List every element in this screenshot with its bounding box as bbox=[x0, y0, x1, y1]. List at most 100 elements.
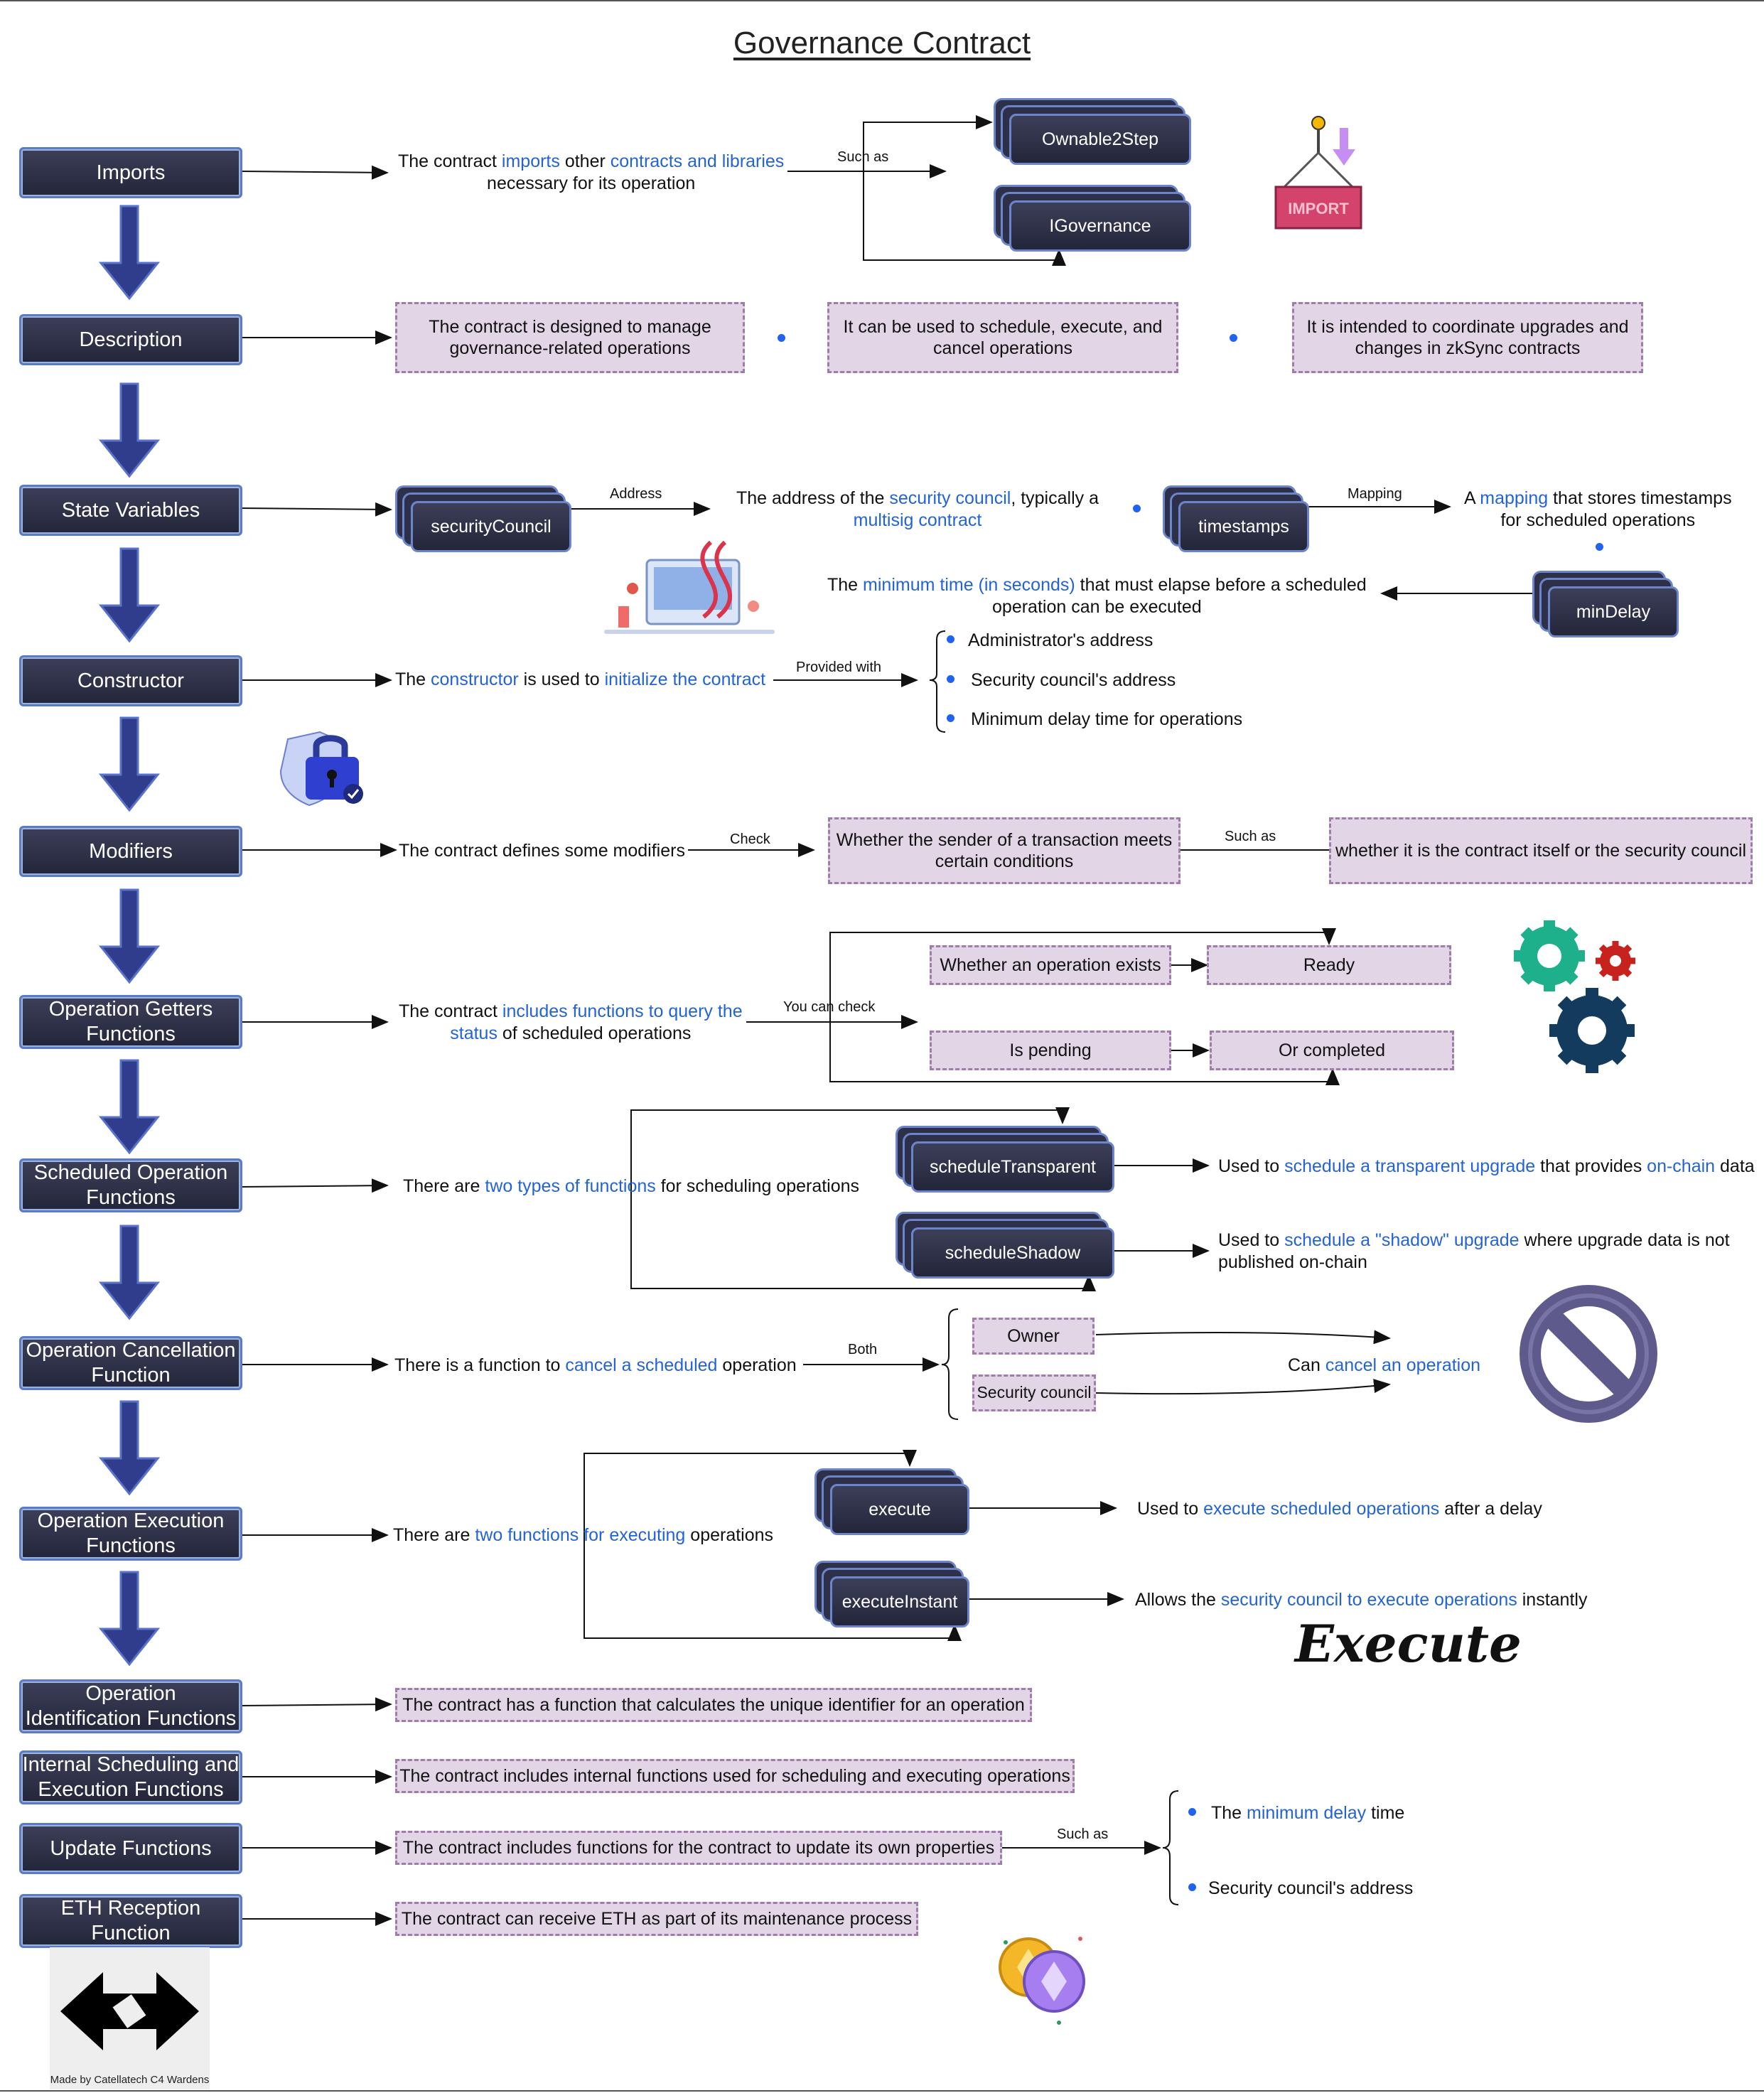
node-min-delay[interactable]: minDelay bbox=[1548, 586, 1679, 637]
double-arrow-logo-icon bbox=[60, 1972, 199, 2050]
execution-text: There are two functions for executing op… bbox=[393, 1525, 774, 1545]
section-internal-label-1: Internal Scheduling and bbox=[22, 1753, 240, 1777]
section-state-label: State Variables bbox=[61, 498, 200, 522]
node-timestamps[interactable]: timestamps bbox=[1178, 501, 1309, 552]
node-execute[interactable]: execute bbox=[830, 1484, 969, 1535]
bullet-dot bbox=[947, 714, 954, 722]
section-getters-label-1: Operation Getters bbox=[48, 998, 213, 1021]
section-scheduled-label-2: Functions bbox=[86, 1186, 176, 1209]
section-exec-label-1: Operation Execution bbox=[37, 1510, 225, 1533]
modifier-example-box: whether it is the contract itself or the… bbox=[1329, 817, 1753, 884]
page-title: Governance Contract bbox=[733, 26, 1031, 60]
science-illustration-icon bbox=[604, 539, 775, 642]
section-imports[interactable]: Imports bbox=[19, 147, 242, 198]
eth-box: The contract can receive ETH as part of … bbox=[395, 1902, 918, 1936]
both-label: Both bbox=[848, 1342, 878, 1357]
getter-exists-box: Whether an operation exists bbox=[930, 945, 1171, 985]
node-security-council[interactable]: securityCouncil bbox=[411, 501, 571, 552]
bullet-dot bbox=[1188, 1883, 1196, 1891]
section-modifiers[interactable]: Modifiers bbox=[19, 826, 242, 877]
section-cancel-label-2: Function bbox=[91, 1364, 171, 1387]
section-cancel-label-1: Operation Cancellation bbox=[26, 1339, 236, 1362]
section-eth-label-2: Function bbox=[91, 1922, 171, 1944]
description-box-3: It is intended to coordinate upgrades an… bbox=[1292, 302, 1643, 373]
check-label: Check bbox=[730, 832, 770, 847]
bullet-dot bbox=[1596, 543, 1603, 551]
min-delay-description: The minimum time (in seconds) that must … bbox=[827, 575, 1367, 617]
mapping-label: Mapping bbox=[1348, 486, 1402, 502]
internal-box: The contract includes internal functions… bbox=[395, 1759, 1075, 1793]
description-box-2: It can be used to schedule, execute, and… bbox=[827, 302, 1178, 373]
constructor-item-1: Administrator's address bbox=[968, 630, 1153, 650]
section-state-variables[interactable]: State Variables bbox=[19, 485, 242, 536]
node-ownable2step[interactable]: Ownable2Step bbox=[1009, 114, 1191, 165]
constructor-item-3: Minimum delay time for operations bbox=[971, 709, 1243, 729]
section-description-label: Description bbox=[79, 328, 183, 351]
section-getters-label-2: Functions bbox=[86, 1023, 176, 1045]
node-schedule-transparent[interactable]: scheduleTransparent bbox=[911, 1141, 1114, 1193]
node-execute-instant[interactable]: executeInstant bbox=[830, 1576, 969, 1627]
prohibited-icon bbox=[1514, 1279, 1663, 1428]
bullet-dot bbox=[778, 334, 785, 342]
modifier-condition-box: Whether the sender of a transaction meet… bbox=[828, 817, 1181, 884]
section-eth-label-1: ETH Reception bbox=[60, 1897, 201, 1920]
identification-box: The contract has a function that calcula… bbox=[395, 1688, 1032, 1722]
provided-with-label: Provided with bbox=[796, 660, 882, 675]
section-ident-label-1: Operation bbox=[85, 1682, 176, 1706]
cancel-owner-box: Owner bbox=[972, 1318, 1095, 1355]
modifiers-such-as: Such as bbox=[1225, 829, 1276, 844]
section-constructor[interactable]: Constructor bbox=[19, 655, 242, 706]
section-modifiers-label: Modifiers bbox=[89, 839, 173, 863]
section-constructor-label: Constructor bbox=[77, 669, 184, 692]
section-scheduled-label-1: Scheduled Operation bbox=[33, 1161, 228, 1185]
top-border bbox=[0, 0, 1764, 1]
getters-text: The contract includes functions to query… bbox=[399, 1001, 743, 1043]
section-internal-label-2: Execution Functions bbox=[38, 1778, 224, 1801]
getter-ready-box: Ready bbox=[1207, 945, 1451, 985]
scheduled-text: There are two types of functions for sch… bbox=[403, 1176, 860, 1196]
node-schedule-shadow[interactable]: scheduleShadow bbox=[911, 1227, 1114, 1279]
you-can-check-label: You can check bbox=[783, 999, 876, 1015]
footer-credit: Made by Catellatech C4 Wardens bbox=[50, 2074, 210, 2086]
cancel-text: There is a function to cancel a schedule… bbox=[394, 1355, 797, 1375]
imports-such-as: Such as bbox=[837, 149, 889, 165]
section-ident-label-2: Identification Functions bbox=[25, 1707, 237, 1730]
getter-completed-box: Or completed bbox=[1210, 1031, 1454, 1070]
section-update[interactable]: Update Functions bbox=[19, 1823, 242, 1874]
section-update-label: Update Functions bbox=[50, 1836, 212, 1860]
getter-pending-box: Is pending bbox=[930, 1031, 1171, 1070]
update-item-2: Security council's address bbox=[1208, 1878, 1414, 1898]
gears-icon bbox=[1500, 917, 1656, 1080]
import-container-icon: IMPORT bbox=[1269, 110, 1368, 231]
security-lock-icon bbox=[267, 728, 370, 807]
execute-script-text: Execute bbox=[1295, 1613, 1522, 1674]
update-box: The contract includes functions for the … bbox=[395, 1831, 1002, 1865]
bullet-dot bbox=[947, 635, 954, 643]
schedule-shadow-description: Used to schedule a "shadow" upgrade wher… bbox=[1218, 1230, 1730, 1272]
address-label: Address bbox=[610, 486, 662, 502]
update-such-as: Such as bbox=[1057, 1826, 1109, 1842]
timestamps-description: A mapping that stores timestamps for sch… bbox=[1464, 488, 1732, 530]
execute-description: Used to execute scheduled operations aft… bbox=[1137, 1499, 1542, 1519]
section-description[interactable]: Description bbox=[19, 314, 242, 365]
node-igovernance[interactable]: IGovernance bbox=[1009, 200, 1191, 252]
imports-text: The contract imports other contracts and… bbox=[398, 151, 785, 193]
constructor-text: The constructor is used to initialize th… bbox=[395, 669, 766, 689]
bullet-dot bbox=[1133, 505, 1141, 512]
cancel-security-council-box: Security council bbox=[972, 1374, 1096, 1411]
logo-panel: Made by Catellatech C4 Wardens bbox=[50, 1947, 210, 2089]
section-imports-label: Imports bbox=[96, 161, 166, 184]
update-item-1: The minimum delay time bbox=[1211, 1803, 1405, 1823]
bullet-dot bbox=[947, 675, 954, 683]
security-council-description: The address of the security council, typ… bbox=[736, 488, 1099, 530]
can-cancel-text: Can cancel an operation bbox=[1288, 1355, 1481, 1375]
